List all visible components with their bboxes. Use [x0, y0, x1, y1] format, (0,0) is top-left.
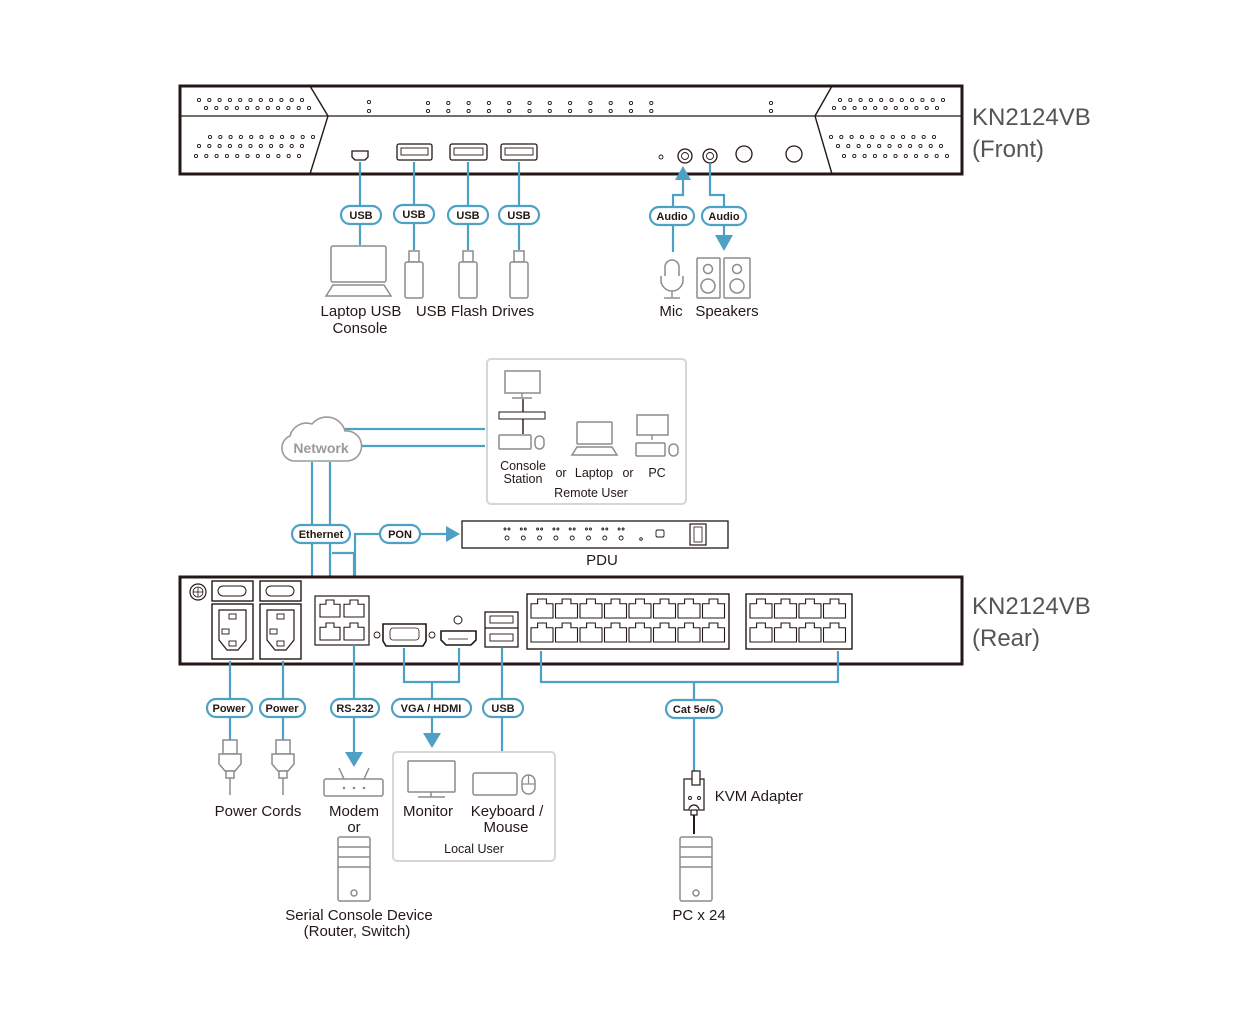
- target-pc-icon: [679, 836, 713, 902]
- label-speakers: Speakers: [695, 303, 758, 320]
- front-button-1: [735, 145, 753, 163]
- kvm-ports-group-1: [526, 593, 730, 650]
- remote-user-box: Console Station or Laptop or PC Remote U…: [486, 358, 687, 505]
- label-monitor: Monitor: [403, 803, 453, 820]
- pill-vga-hdmi: VGA / HDMI: [390, 697, 473, 719]
- front-title-model: KN2124VB: [972, 104, 1091, 131]
- speaker-arrow: [715, 235, 733, 251]
- label-mouse: Mouse: [483, 819, 528, 836]
- pill-usb-rear: USB: [481, 697, 525, 719]
- mic-jack: [677, 148, 693, 164]
- label-or: or: [347, 819, 360, 836]
- front-panel: [178, 84, 964, 176]
- svg-text:USB: USB: [456, 210, 479, 222]
- pill-power-1: Power: [205, 697, 254, 719]
- keyboard-mouse-icon: [472, 772, 536, 796]
- usb-flash-drive-icon: [458, 250, 478, 299]
- label-console-station-1: Console: [500, 459, 546, 473]
- svg-text:USB: USB: [402, 209, 425, 221]
- svg-text:Audio: Audio: [708, 211, 739, 223]
- front-right-ear: [814, 85, 833, 175]
- usb-ports-front: [396, 143, 538, 161]
- rs232-arrow: [345, 752, 363, 767]
- kvm-adapter-icon: [683, 770, 705, 834]
- label-or-2: or: [622, 466, 633, 480]
- vga-port: [382, 623, 427, 647]
- label-console: Console: [332, 320, 387, 337]
- pill-cat5e6: Cat 5e/6: [664, 698, 724, 720]
- rear-title-model: KN2124VB: [972, 593, 1091, 620]
- pill-usb-laptop: USB: [339, 204, 383, 226]
- hdmi-port: [440, 630, 477, 646]
- svg-text:Power: Power: [265, 703, 299, 715]
- label-remote-user: Remote User: [554, 486, 628, 500]
- monitor-icon: [407, 760, 456, 798]
- svg-text:Power: Power: [212, 703, 246, 715]
- rear-title-side: (Rear): [972, 625, 1040, 652]
- micro-usb-port: [351, 150, 369, 161]
- pill-audio-speakers: Audio: [700, 205, 748, 227]
- label-pdu: PDU: [586, 552, 618, 569]
- svg-text:VGA / HDMI: VGA / HDMI: [401, 703, 462, 715]
- pill-usb-flash2: USB: [446, 204, 490, 226]
- pon-arrow: [446, 526, 460, 542]
- laptop-icon: [324, 245, 393, 297]
- mic-icon: [660, 259, 684, 299]
- front-button-2: [785, 145, 803, 163]
- power-inlet-1: [211, 603, 254, 660]
- pill-usb-flash1: USB: [392, 203, 436, 225]
- label-router-switch: (Router, Switch): [304, 923, 411, 940]
- mic-arrow: [675, 166, 691, 180]
- usb-flash-drive-icon: [404, 250, 424, 299]
- label-or-1: or: [555, 466, 566, 480]
- label-serial-console-device: Serial Console Device: [285, 907, 433, 924]
- pill-rs232: RS-232: [329, 697, 381, 719]
- pdu-device: [461, 520, 729, 549]
- svg-text:USB: USB: [491, 703, 514, 715]
- pill-usb-flash3: USB: [497, 204, 541, 226]
- label-mic: Mic: [659, 303, 683, 320]
- vga-hdmi-arrow: [423, 733, 441, 748]
- svg-text:RS-232: RS-232: [336, 703, 373, 715]
- svg-text:USB: USB: [507, 210, 530, 222]
- pill-power-2: Power: [258, 697, 307, 719]
- local-user-box: Monitor Keyboard / Mouse Local User: [392, 751, 556, 862]
- power-inlet-2: [259, 603, 302, 660]
- svg-text:Cat 5e/6: Cat 5e/6: [673, 704, 715, 716]
- pill-audio-mic: Audio: [648, 205, 696, 227]
- label-pc-x24: PC x 24: [672, 907, 725, 924]
- svg-text:Ethernet: Ethernet: [299, 529, 344, 541]
- label-remote-pc: PC: [648, 466, 665, 480]
- svg-text:PON: PON: [388, 529, 412, 541]
- front-title-side: (Front): [972, 136, 1044, 163]
- speakers-icon: [696, 257, 751, 299]
- label-kvm-adapter: KVM Adapter: [715, 788, 803, 805]
- serial-console-device-icon: [337, 836, 371, 902]
- label-modem: Modem: [329, 803, 379, 820]
- label-keyboard: Keyboard /: [471, 803, 544, 820]
- pill-ethernet: Ethernet: [290, 523, 352, 545]
- front-left-ear: [309, 85, 329, 175]
- svg-text:Audio: Audio: [656, 211, 687, 223]
- pill-pon: PON: [378, 523, 422, 545]
- power-plug-icon: [271, 739, 295, 795]
- vent-holes: [193, 97, 950, 159]
- speaker-jack: [702, 148, 718, 164]
- rear-panel: [178, 575, 964, 666]
- svg-text:USB: USB: [349, 210, 372, 222]
- modem-icon: [323, 767, 384, 797]
- network-label: Network: [293, 440, 348, 456]
- power-plug-icon: [218, 739, 242, 795]
- label-laptop-usb: Laptop USB: [321, 303, 402, 320]
- label-local-user: Local User: [444, 842, 504, 856]
- usb-flash-drive-icon: [509, 250, 529, 299]
- lan-ports: [314, 595, 370, 646]
- led-indicator: [658, 154, 664, 160]
- label-usb-flash-drives: USB Flash Drives: [416, 303, 534, 320]
- network-cloud-icon: Network: [281, 416, 363, 462]
- label-remote-laptop: Laptop: [575, 466, 613, 480]
- label-console-station-2: Station: [504, 472, 543, 486]
- label-power-cords: Power Cords: [215, 803, 302, 820]
- front-chassis: [178, 84, 964, 176]
